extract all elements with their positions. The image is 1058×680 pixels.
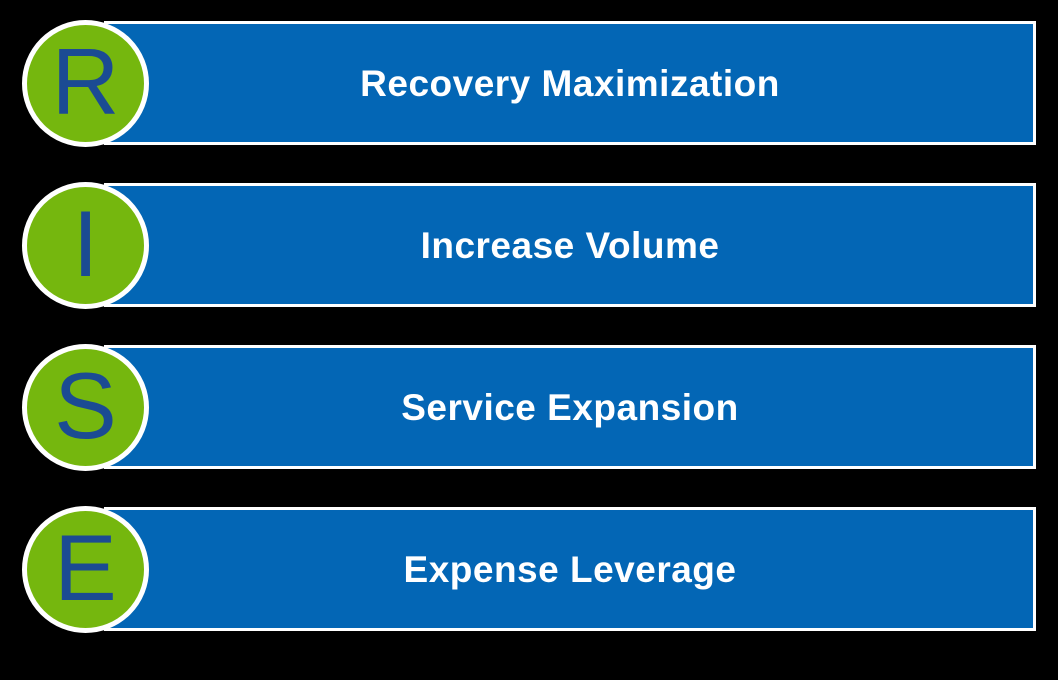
letter-s: S: [54, 352, 117, 458]
bar-increase-volume: Increase Volume: [104, 183, 1036, 307]
letter-r: R: [51, 28, 120, 134]
letter-badge-e: E: [22, 506, 149, 633]
letter-badge-s: S: [22, 344, 149, 471]
bar-recovery-maximization: Recovery Maximization: [104, 21, 1036, 145]
bar-label-service-expansion: Service Expansion: [401, 386, 739, 428]
letter-e: E: [54, 514, 117, 620]
bar-label-expense-leverage: Expense Leverage: [403, 548, 737, 590]
letter-badge-i: I: [22, 182, 149, 309]
bar-label-recovery-maximization: Recovery Maximization: [360, 62, 780, 104]
letter-i: I: [72, 190, 99, 296]
bar-service-expansion: Service Expansion: [104, 345, 1036, 469]
bar-label-increase-volume: Increase Volume: [420, 224, 720, 266]
bar-expense-leverage: Expense Leverage: [104, 507, 1036, 631]
letter-badge-r: R: [22, 20, 149, 147]
